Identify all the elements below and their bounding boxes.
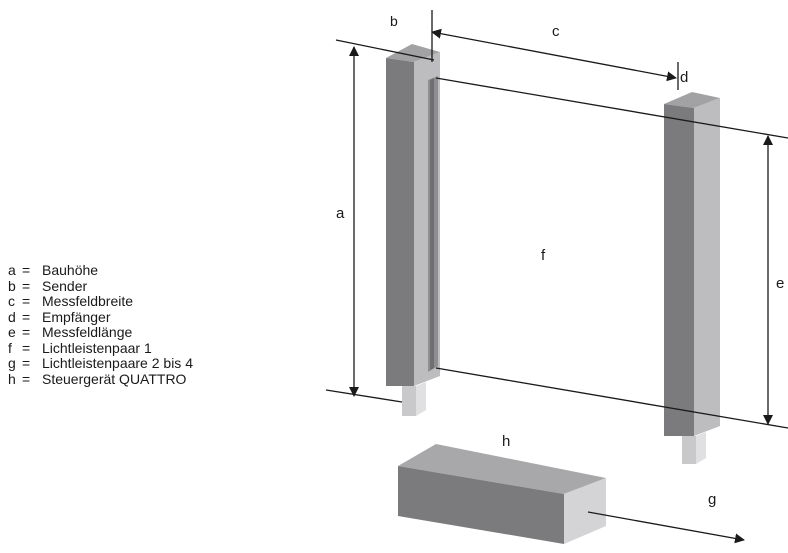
sender-plug [402,386,416,416]
sender-bar [386,44,440,416]
legend-row-d: d=Empfänger [8,308,111,325]
box-side [564,478,606,544]
height-bottom-extension [325,389,403,403]
label-b: b [390,13,398,29]
label-e: e [776,275,784,292]
sender-plug-side [416,382,426,416]
label-a: a [336,205,345,222]
receiver-top [664,92,720,108]
legend-row-c: c=Messfeldbreite [8,293,134,309]
legend-row-b: b=Sender [8,277,88,294]
receiver-plug-side [696,432,706,464]
label-d: d [680,69,688,86]
field-top-line [435,77,788,139]
receiver-bar [664,92,720,464]
legend-row-f: f=Lichtleistenpaar 1 [8,339,152,356]
legend-row-h: h=Steuergerät QUATTRO [8,370,187,387]
height-top-extension [335,39,435,61]
sender-lens-face [430,78,434,370]
receiver-side [694,98,720,436]
label-h: h [502,433,510,450]
control-unit-box [398,444,606,544]
receiver-front [664,104,694,436]
more-pairs-arrow [587,511,745,544]
legend-row-e: e=Messfeldlänge [8,324,133,340]
receiver-plug [682,436,696,464]
legend: a=Bauhöhe b=Sender c=Messfeldbreite d=Em… [8,262,193,387]
label-f: f [541,247,546,264]
field-bottom-line [435,367,788,429]
legend-row-g: g=Lichtleistenpaare 2 bis 4 [8,355,193,371]
box-top [398,444,606,494]
sender-top [386,44,440,62]
label-g: g [708,491,716,508]
box-front [398,466,564,544]
label-c: c [552,23,560,40]
legend-row-a: a=Bauhöhe [8,262,99,278]
sender-front [386,58,414,386]
width-dimension-line [431,28,677,82]
